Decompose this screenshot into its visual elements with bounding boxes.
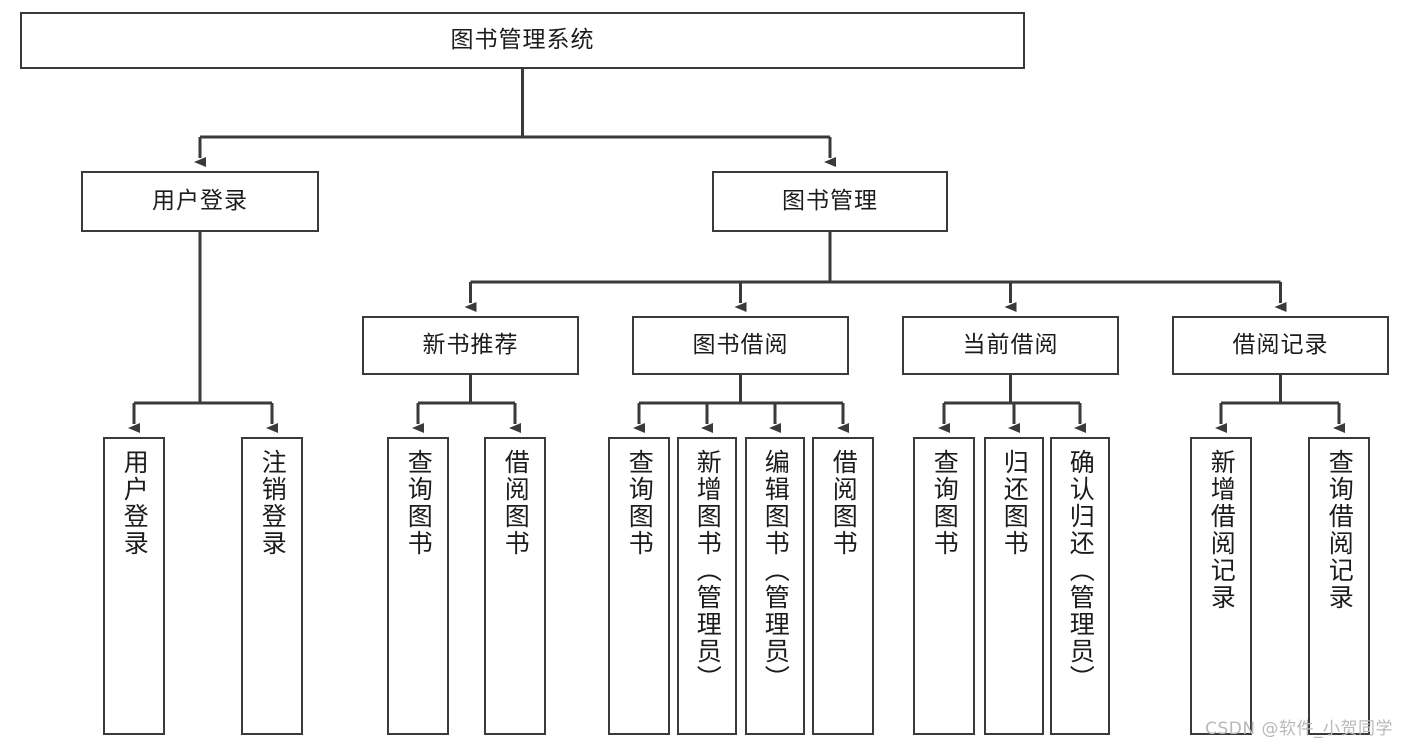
node-borrow[interactable]: 图书借阅 (632, 316, 849, 375)
node-label: 确认归还（管理员） (1066, 449, 1096, 692)
node-label: 用户登录 (120, 449, 150, 557)
node-label: 归还图书 (1000, 449, 1030, 557)
node-label: 借阅记录 (1232, 331, 1329, 358)
node-label: 新增图书（管理员） (693, 449, 723, 692)
node-label: 查询图书 (404, 449, 434, 557)
node-leaf-borrow-b[interactable]: 借阅图书 (812, 437, 874, 735)
node-leaf-add-rec[interactable]: 新增借阅记录 (1190, 437, 1252, 735)
node-leaf-return[interactable]: 归还图书 (984, 437, 1044, 735)
node-label: 新增借阅记录 (1207, 449, 1237, 611)
node-current[interactable]: 当前借阅 (902, 316, 1119, 375)
node-label: 借阅图书 (501, 449, 531, 557)
node-leaf-login[interactable]: 用户登录 (103, 437, 165, 735)
node-leaf-query-b[interactable]: 查询图书 (608, 437, 670, 735)
node-newbook[interactable]: 新书推荐 (362, 316, 579, 375)
node-leaf-logout[interactable]: 注销登录 (241, 437, 303, 735)
node-label: 图书管理 (782, 187, 878, 214)
node-leaf-edit-book[interactable]: 编辑图书（管理员） (745, 437, 805, 735)
node-root[interactable]: 图书管理系统 (20, 12, 1025, 69)
node-bookmgmt[interactable]: 图书管理 (712, 171, 948, 232)
node-label: 图书管理系统 (450, 26, 595, 53)
csdn-watermark: CSDN @软件_小贺同学 (1205, 719, 1393, 739)
node-label: 当前借阅 (962, 331, 1059, 358)
node-leaf-query-rec[interactable]: 查询借阅记录 (1308, 437, 1370, 735)
node-label: 图书借阅 (692, 331, 789, 358)
node-leaf-confirm[interactable]: 确认归还（管理员） (1050, 437, 1110, 735)
node-label: 用户登录 (152, 187, 248, 214)
node-label: 注销登录 (258, 449, 288, 557)
node-label: 新书推荐 (422, 331, 519, 358)
node-login[interactable]: 用户登录 (81, 171, 319, 232)
node-records[interactable]: 借阅记录 (1172, 316, 1389, 375)
node-label: 编辑图书（管理员） (761, 449, 791, 692)
node-label: 借阅图书 (829, 449, 859, 557)
node-leaf-borrow-new[interactable]: 借阅图书 (484, 437, 546, 735)
node-leaf-query-c[interactable]: 查询图书 (913, 437, 975, 735)
node-label: 查询图书 (625, 449, 655, 557)
node-leaf-query-new[interactable]: 查询图书 (387, 437, 449, 735)
node-leaf-add-book[interactable]: 新增图书（管理员） (677, 437, 737, 735)
node-label: 查询借阅记录 (1325, 449, 1355, 611)
node-label: 查询图书 (930, 449, 960, 557)
